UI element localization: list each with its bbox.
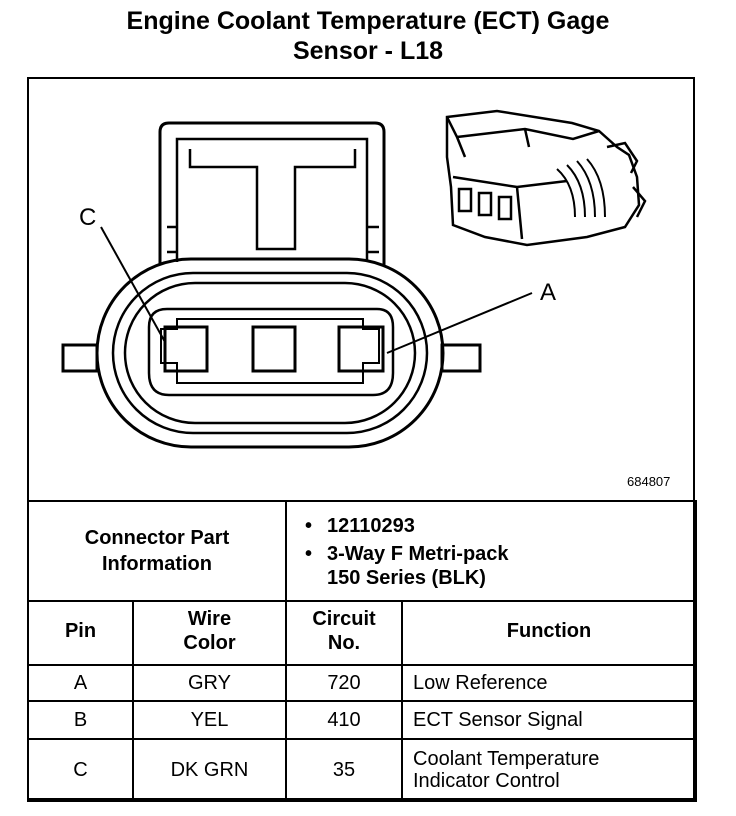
connector-face-view [61,121,533,449]
front-cavity-2 [477,191,493,217]
connector-type-line-1: 3-Way F Metri-pack [327,543,509,565]
connector-type-line-2: 150 Series (BLK) [327,567,486,589]
header-wire-line-2: Color [183,632,236,654]
locking-tab [158,121,386,265]
shell-ring-3 [123,281,417,425]
title-line-2: Sensor - L18 [292,37,444,65]
front-cavity-1 [457,187,473,213]
front-cavity-3 [497,195,513,221]
connector-info-label-line-1: Connector Part [84,527,230,549]
function-cell: Coolant Temperature Indicator Control [401,738,697,802]
wire-color-cell: YEL [132,700,287,740]
inner-cavity [147,307,395,397]
wire-color-cell: DK GRN [132,738,287,802]
header-function-text: Function [506,620,592,642]
wire-color-cell: GRY [132,664,287,702]
bullet-icon: • [305,515,313,537]
header-pin-text: Pin [64,620,97,642]
front-face [452,175,568,240]
terminal-a [337,325,385,373]
connector-diagram [61,109,647,449]
pin-cell: B [27,700,134,740]
page-title: Engine Coolant Temperature (ECT) Gage Se… [0,6,736,66]
function-line-1: Coolant Temperature [413,748,600,770]
left-ear [61,343,99,373]
leader-line-a [386,292,533,354]
connector-info-table: Connector Part Information • 12110293 • … [27,500,697,602]
bullet-item: • 12110293 [305,514,695,538]
inner-cavity-2 [160,318,380,384]
tab-t-slot [188,149,357,251]
function-line-2: Indicator Control [413,770,560,792]
part-number: 12110293 [327,515,415,537]
locking-tab-inner [175,137,369,262]
table-row: B YEL 410 ECT Sensor Signal [27,700,697,740]
leader-line-c [100,226,166,343]
tab-side-ribs [167,225,379,254]
seal-ribs [556,158,606,218]
bullet-icon: • [305,543,313,565]
header-function: Function [401,600,697,666]
connector-info-label-line-2: Information [102,553,212,575]
terminal-c [163,325,209,373]
table-row: C DK GRN 35 Coolant Temperature Indicato… [27,738,697,802]
header-circuit: Circuit No. [285,600,403,666]
callout-a: A [540,279,557,306]
circuit-cell: 720 [285,664,403,702]
body-outline [445,109,641,247]
table-row: A GRY 720 Low Reference [27,664,697,702]
shell-outer [95,257,445,449]
header-wire-color: Wire Color [132,600,287,666]
function-cell: ECT Sensor Signal [401,700,697,740]
header-circuit-line-2: No. [327,632,361,654]
connector-3d-view [445,109,647,247]
circuit-cell: 35 [285,738,403,802]
callout-c: C [79,204,97,231]
pin-cell: A [27,664,134,702]
pin-table: Pin Wire Color Circuit No. Function A GR… [27,600,697,802]
header-wire-line-1: Wire [187,608,232,630]
header-circuit-line-1: Circuit [312,608,376,630]
function-cell: Low Reference [401,664,697,702]
circuit-cell: 410 [285,700,403,740]
connector-info-label-cell: Connector Part Information [27,500,287,602]
pin-cell: C [27,738,134,802]
shell-ring-2 [111,271,429,435]
latch-top [445,116,600,158]
rear-housing [606,141,647,218]
pin-table-header: Pin Wire Color Circuit No. Function [27,600,697,666]
connector-info-values-cell: • 12110293 • 3-Way F Metri-pack 150 Seri… [285,500,697,602]
header-pin: Pin [27,600,134,666]
bullet-item: • 3-Way F Metri-pack 150 Series (BLK) [305,542,695,590]
terminal-b [251,325,297,373]
title-line-1: Engine Coolant Temperature (ECT) Gage [126,7,610,35]
right-ear [440,343,482,373]
figure-number: 684807 [627,474,671,489]
